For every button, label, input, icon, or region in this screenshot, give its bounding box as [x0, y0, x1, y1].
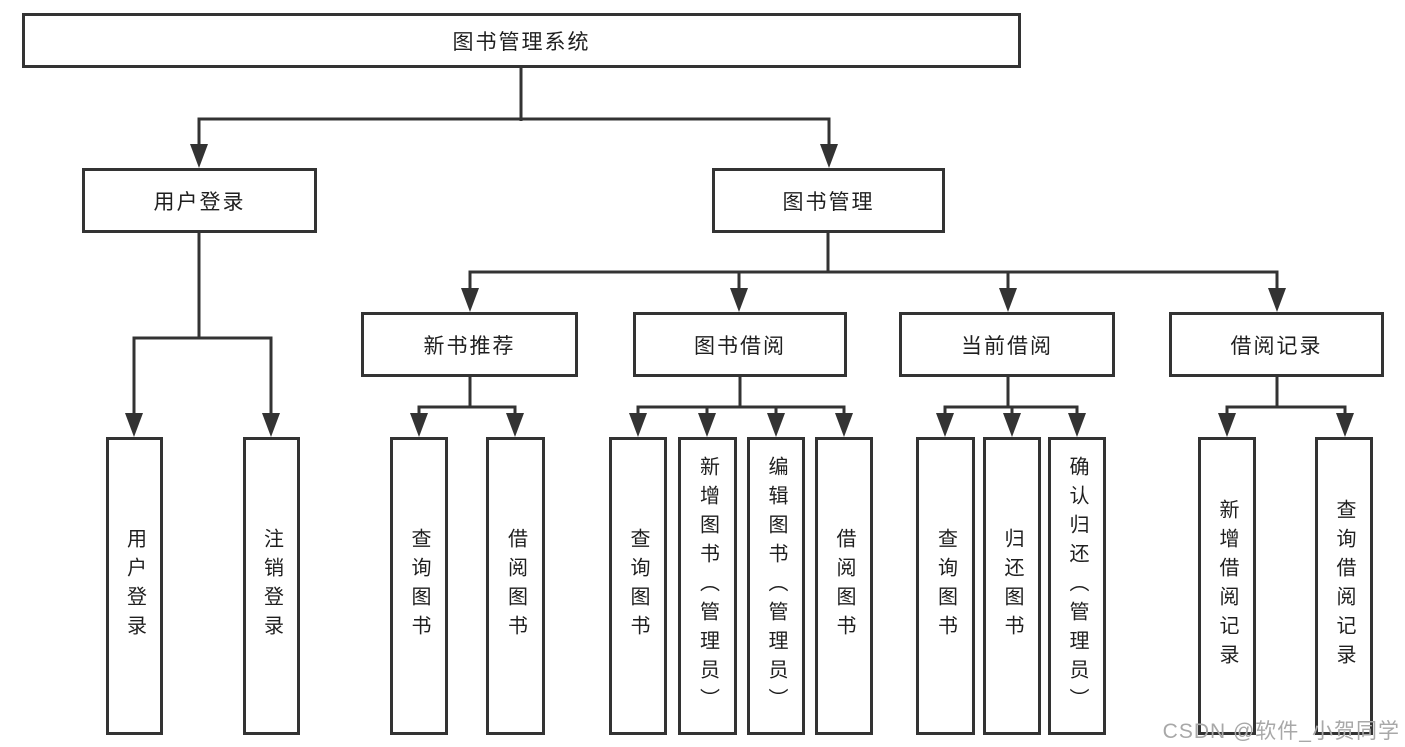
leaf-borrow-edit-book-admin: 编辑图书（管理员） — [747, 437, 805, 735]
arrowhead — [262, 413, 280, 437]
arrowhead — [835, 413, 853, 437]
leaf-current-return-book: 归还图书 — [983, 437, 1041, 735]
arrowhead — [410, 413, 428, 437]
leaf-borrow-borrow-book: 借阅图书 — [815, 437, 873, 735]
connector-new-book — [417, 377, 517, 416]
leaf-borrow-query-book-label: 查询图书 — [627, 528, 649, 644]
node-root-label: 图书管理系统 — [452, 30, 591, 54]
leaf-borrow-borrow-book-label: 借阅图书 — [833, 528, 855, 644]
arrowhead — [1268, 288, 1286, 312]
arrowhead — [730, 288, 748, 312]
leaf-current-query-book: 查询图书 — [916, 437, 975, 735]
arrowhead — [698, 413, 716, 437]
node-user-login-label: 用户登录 — [153, 190, 246, 214]
connector-current-borrow — [943, 377, 1079, 416]
leaf-user-login-label: 用户登录 — [123, 528, 146, 644]
arrowhead — [461, 288, 479, 312]
arrowhead — [190, 144, 208, 168]
node-book-management-label: 图书管理 — [782, 190, 875, 214]
leaf-newbook-query-book-label: 查询图书 — [408, 528, 430, 644]
node-new-book-recommend: 新书推荐 — [361, 312, 578, 377]
node-current-borrow: 当前借阅 — [899, 312, 1115, 377]
connector-user-login — [132, 233, 273, 416]
leaf-borrow-edit-book-admin-label: 编辑图书（管理员） — [765, 455, 787, 717]
connector-book-management — [468, 233, 1279, 291]
leaf-borrow-add-book-admin: 新增图书（管理员） — [678, 437, 737, 735]
leaf-current-return-book-label: 归还图书 — [1001, 528, 1023, 644]
node-current-borrow-label: 当前借阅 — [961, 334, 1053, 358]
arrowhead — [1003, 413, 1021, 437]
leaf-logout-login-label: 注销登录 — [260, 528, 283, 644]
leaf-records-query-borrow-record-label: 查询借阅记录 — [1333, 499, 1355, 673]
leaf-records-add-borrow-record-label: 新增借阅记录 — [1216, 499, 1238, 673]
leaf-current-confirm-return-admin-label: 确认归还（管理员） — [1066, 455, 1088, 717]
leaf-current-query-book-label: 查询图书 — [934, 528, 957, 644]
node-new-book-recommend-label: 新书推荐 — [423, 334, 516, 358]
arrowhead — [1068, 413, 1086, 437]
connector-root — [197, 68, 831, 146]
arrowhead — [767, 413, 785, 437]
arrowhead — [125, 413, 143, 437]
leaf-borrow-query-book: 查询图书 — [609, 437, 667, 735]
arrowhead — [629, 413, 647, 437]
leaf-logout-login: 注销登录 — [243, 437, 300, 735]
leaf-newbook-query-book: 查询图书 — [390, 437, 448, 735]
leaf-newbook-borrow-book: 借阅图书 — [486, 437, 545, 735]
arrowhead — [820, 144, 838, 168]
connector-borrow-records — [1225, 377, 1347, 416]
watermark: CSDN @软件_小贺同学 — [1162, 720, 1400, 743]
node-user-login: 用户登录 — [82, 168, 317, 233]
arrowhead — [506, 413, 524, 437]
leaf-records-add-borrow-record: 新增借阅记录 — [1198, 437, 1256, 735]
node-book-management: 图书管理 — [712, 168, 945, 233]
node-book-borrow-label: 图书借阅 — [694, 334, 786, 358]
connector-book-borrow — [636, 377, 846, 416]
leaf-current-confirm-return-admin: 确认归还（管理员） — [1048, 437, 1106, 735]
node-borrow-records-label: 借阅记录 — [1230, 334, 1323, 358]
node-root: 图书管理系统 — [22, 13, 1021, 68]
node-book-borrow: 图书借阅 — [633, 312, 847, 377]
leaf-newbook-borrow-book-label: 借阅图书 — [504, 528, 527, 644]
leaf-records-query-borrow-record: 查询借阅记录 — [1315, 437, 1373, 735]
arrowhead — [1336, 413, 1354, 437]
leaf-borrow-add-book-admin-label: 新增图书（管理员） — [696, 455, 719, 717]
leaf-user-login: 用户登录 — [106, 437, 163, 735]
node-borrow-records: 借阅记录 — [1169, 312, 1384, 377]
arrowhead — [999, 288, 1017, 312]
arrowhead — [936, 413, 954, 437]
arrowhead — [1218, 413, 1236, 437]
